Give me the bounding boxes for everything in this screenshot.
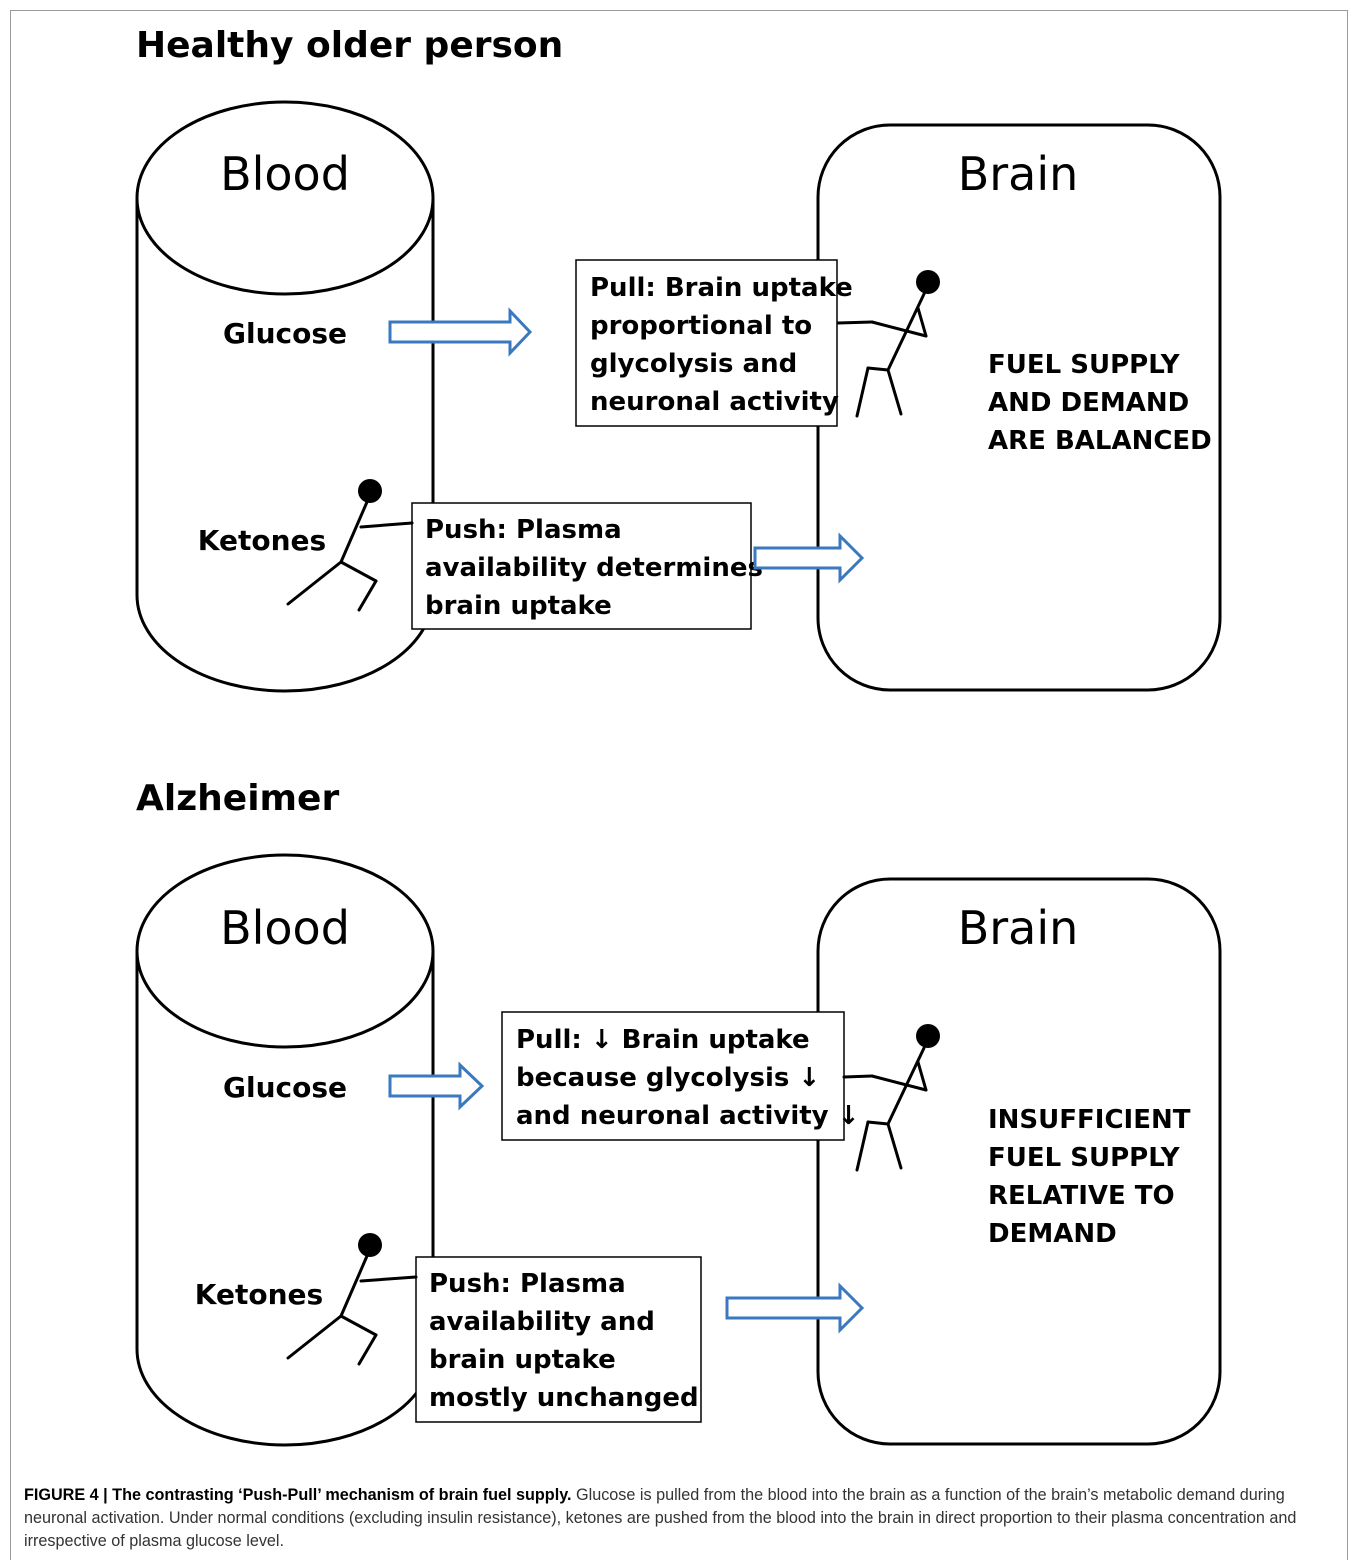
push-text: Push: Plasma availability and brain upta…: [429, 1269, 699, 1413]
balance-status-text: FUEL SUPPLY AND DEMAND ARE BALANCED: [988, 350, 1212, 456]
blood-label: Blood: [220, 147, 350, 201]
figure-caption: FIGURE 4 | The contrasting ‘Push-Pull’ m…: [24, 1484, 1336, 1553]
glucose-flow-arrow-icon: [388, 307, 533, 357]
pull-text-box: [501, 1011, 845, 1141]
pusher-figure-icon: [286, 1233, 418, 1366]
ketone-flow-arrow-icon: [725, 1282, 865, 1334]
ketones-label: Ketones: [198, 524, 326, 557]
brain-label: Brain: [958, 901, 1079, 955]
brain-label: Brain: [958, 147, 1079, 201]
glucose-label: Glucose: [223, 317, 347, 350]
insufficiency-status-text: INSUFFICIENT FUEL SUPPLY RELATIVE TO DEM…: [988, 1105, 1200, 1249]
push-text-box: [411, 502, 752, 630]
blood-label: Blood: [220, 901, 350, 955]
ketones-label: Ketones: [195, 1278, 323, 1311]
panel-title: Healthy older person: [136, 25, 563, 66]
pusher-figure-icon: [286, 479, 414, 612]
ketone-flow-arrow-icon: [753, 532, 865, 584]
brain-box: [816, 877, 1222, 1446]
push-text: Push: Plasma availability determines bra…: [425, 515, 772, 621]
panel-title: Alzheimer: [136, 778, 339, 819]
puller-figure-icon: [842, 1024, 940, 1172]
caption-heading: FIGURE 4 | The contrasting ‘Push-Pull’ m…: [24, 1486, 572, 1504]
figure-frame: [10, 10, 1348, 1560]
pull-text: Pull: ↓ Brain uptake because glycolysis …: [516, 1025, 859, 1131]
panel-alzheimer: Alzheimer Blood Glucose Ketones Brain Pu…: [135, 778, 1222, 1447]
caption-body: Glucose is pulled from the blood into th…: [24, 1486, 1297, 1550]
push-text-box: [415, 1256, 702, 1423]
pull-text-box: [575, 259, 838, 427]
blood-cylinder: [135, 100, 435, 693]
glucose-flow-arrow-icon: [388, 1061, 485, 1111]
glucose-label: Glucose: [223, 1071, 347, 1104]
puller-figure-icon: [836, 270, 940, 418]
pull-text: Pull: Brain uptake proportional to glyco…: [590, 273, 862, 417]
panel-healthy: Healthy older person Blood Glucose Keton…: [135, 25, 1222, 693]
push-pull-diagram: Healthy older person Blood Glucose Keton…: [135, 25, 1222, 1447]
